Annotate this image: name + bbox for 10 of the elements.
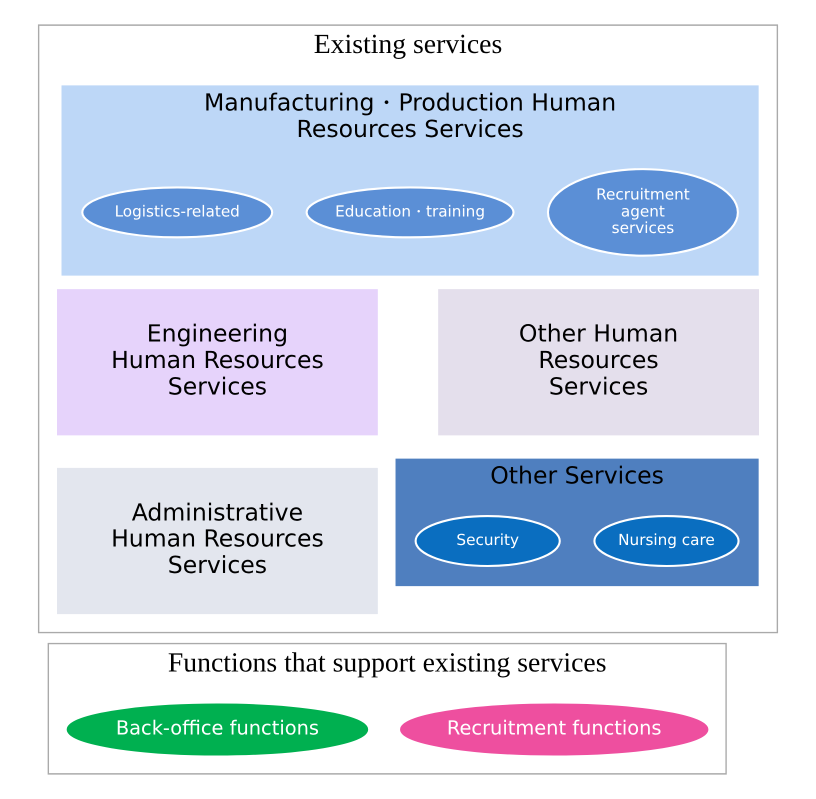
node-ellipse: Security: [414, 515, 561, 568]
node-ellipse: Recruitment functions: [400, 704, 708, 756]
node-box: Administrative Human Resources Services: [57, 468, 378, 614]
node-ellipse: Logistics-related: [81, 186, 274, 238]
node-ellipse: Education・training: [306, 186, 515, 238]
node-ellipse: Nursing care: [593, 515, 740, 568]
node-box: Other Human Resources Services: [438, 289, 759, 436]
node-box: Engineering Human Resources Services: [57, 289, 378, 436]
node-ellipse: Recruitment agent services: [546, 168, 739, 257]
node-ellipse: Back-office functions: [66, 704, 368, 756]
